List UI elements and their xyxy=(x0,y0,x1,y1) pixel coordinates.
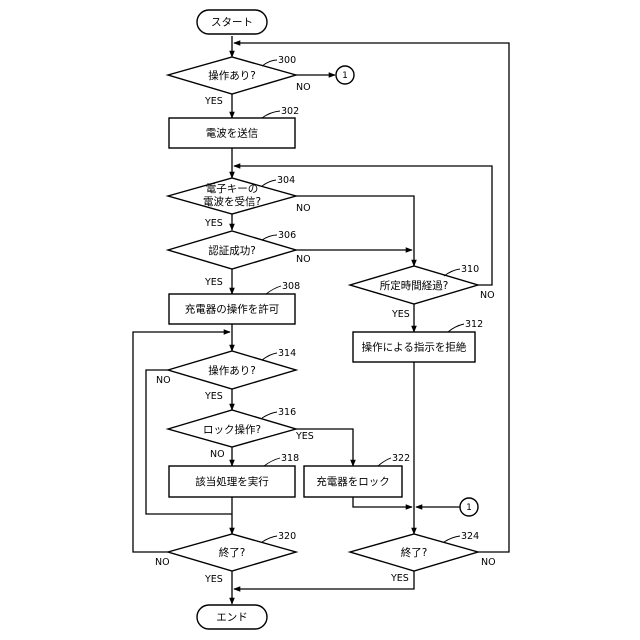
leader-314 xyxy=(262,353,277,360)
connector-1-bottom-label: 1 xyxy=(466,503,472,513)
time-no-label: NO xyxy=(480,290,495,301)
flow-finish2-yes xyxy=(234,571,414,589)
ref-322: 322 xyxy=(392,453,410,464)
ref-316: 316 xyxy=(278,407,296,418)
flow-recv-no xyxy=(296,196,414,266)
leader-312 xyxy=(448,324,464,332)
leader-308 xyxy=(266,286,281,294)
decision-lock-operation-label: ロック操作? xyxy=(203,423,261,436)
start-label: スタート xyxy=(211,17,253,29)
ref-306: 306 xyxy=(278,230,296,241)
lock-no-label: NO xyxy=(210,449,225,460)
time-yes-label: YES xyxy=(391,309,410,320)
ref-310: 310 xyxy=(461,264,479,275)
leader-320 xyxy=(262,536,277,542)
decision-time-elapsed-label: 所定時間経過? xyxy=(380,279,449,292)
decision-auth-success-label: 認証成功? xyxy=(208,244,256,257)
recv-no-label: NO xyxy=(296,203,311,214)
flow-time-no xyxy=(234,166,492,285)
finish1-no-label: NO xyxy=(155,557,170,568)
ref-300: 300 xyxy=(278,55,296,66)
connector-1-top-label: 1 xyxy=(342,71,348,81)
op2-yes-label: YES xyxy=(204,391,223,402)
leader-300 xyxy=(262,60,277,66)
decision-operation-1-label: 操作あり? xyxy=(208,69,256,82)
process-send-radio-label: 電波を送信 xyxy=(206,127,259,140)
flow-lock-to-merge xyxy=(353,497,412,507)
recv-yes-label: YES xyxy=(204,218,223,229)
ref-318: 318 xyxy=(281,453,299,464)
process-execute-label: 該当処理を実行 xyxy=(195,475,269,488)
ref-324: 324 xyxy=(461,531,479,542)
auth-yes-label: YES xyxy=(204,277,223,288)
leader-302 xyxy=(262,111,280,118)
process-reject-instruction-label: 操作による指示を拒絶 xyxy=(362,341,467,354)
op2-no-label: NO xyxy=(156,375,171,386)
op1-no-label: NO xyxy=(296,82,311,93)
leader-324 xyxy=(444,536,460,542)
finish1-yes-label: YES xyxy=(204,574,223,585)
ref-302: 302 xyxy=(281,106,299,117)
end-label: エンド xyxy=(216,612,248,624)
ref-314: 314 xyxy=(278,348,296,359)
decision-received-label-1: 電子キーの xyxy=(206,183,259,195)
auth-no-label: NO xyxy=(296,254,311,265)
lock-yes-label: YES xyxy=(295,431,314,442)
ref-304: 304 xyxy=(277,175,295,186)
decision-finish-2-label: 終了? xyxy=(401,546,428,559)
leader-304 xyxy=(262,180,276,186)
decision-operation-2-label: 操作あり? xyxy=(208,364,256,377)
leader-306 xyxy=(262,235,277,240)
finish2-yes-label: YES xyxy=(390,573,409,584)
process-permit-charger-label: 充電器の操作を許可 xyxy=(185,303,280,316)
leader-316 xyxy=(262,412,277,418)
finish2-no-label: NO xyxy=(481,557,496,568)
ref-308: 308 xyxy=(282,281,300,292)
leader-318 xyxy=(264,458,280,466)
decision-received-label-2: 電波を受信? xyxy=(203,195,261,208)
ref-320: 320 xyxy=(278,531,296,542)
op1-yes-label: YES xyxy=(204,96,223,107)
process-lock-charger-label: 充電器をロック xyxy=(316,475,390,488)
leader-322 xyxy=(378,458,391,466)
decision-finish-1-label: 終了? xyxy=(219,546,246,559)
ref-312: 312 xyxy=(465,319,483,330)
